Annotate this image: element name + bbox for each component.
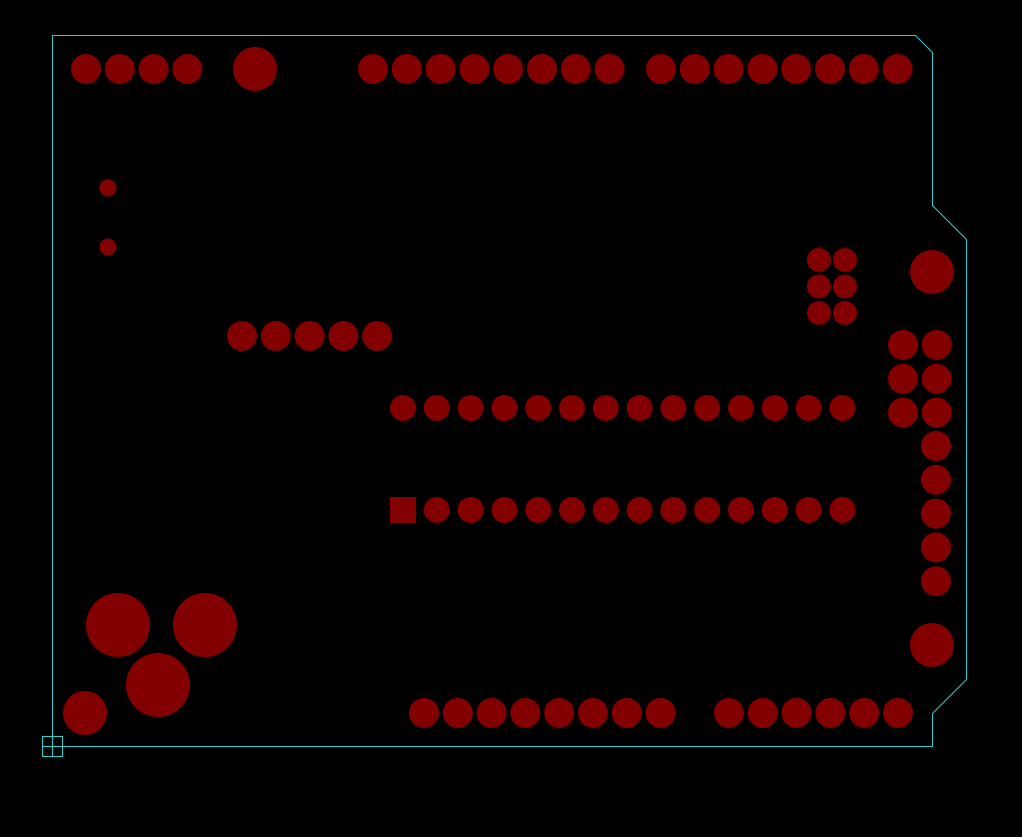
right-double-header-pad-2[interactable]	[921, 330, 952, 360]
dip-bottom-row-pad-4[interactable]	[491, 497, 518, 523]
right-double-header-pad-6[interactable]	[921, 397, 952, 428]
bottom-right-header-pad-5[interactable]	[849, 698, 880, 728]
bottom-left-hole-pad-1[interactable]	[63, 691, 107, 735]
icsp-header-pad-3[interactable]	[807, 274, 831, 299]
copper-pads-layer	[63, 47, 954, 735]
right-single-header-pad-1[interactable]	[921, 431, 951, 461]
top-middle-header-pad-7[interactable]	[560, 54, 591, 84]
bottom-right-header-pad-3[interactable]	[781, 698, 812, 728]
middle-header-pad-5[interactable]	[362, 321, 393, 351]
top-right-header-pad-8[interactable]	[882, 54, 913, 84]
top-middle-header-pad-4[interactable]	[459, 54, 490, 84]
top-left-header-pad-3[interactable]	[138, 54, 169, 84]
top-right-header-pad-3[interactable]	[713, 54, 744, 84]
bottom-left-header-pad-8[interactable]	[645, 698, 676, 728]
dip-bottom-row-pad-9[interactable]	[660, 497, 687, 523]
dip-bottom-row-pad-8[interactable]	[626, 497, 653, 523]
top-left-header-pad-2[interactable]	[104, 54, 135, 84]
bottom-left-header-pad-4[interactable]	[510, 698, 541, 728]
power-jack-pad-2[interactable]	[173, 593, 237, 657]
top-right-header-pad-5[interactable]	[781, 54, 812, 84]
dip-bottom-row-pad-13[interactable]	[795, 497, 822, 523]
dip-bottom-row-pad-6[interactable]	[559, 497, 585, 523]
icsp-header-pad-4[interactable]	[833, 274, 857, 299]
dip-bottom-row-pad-14[interactable]	[829, 497, 856, 523]
power-jack-pad-1[interactable]	[86, 593, 150, 657]
right-single-header-pad-4[interactable]	[921, 532, 951, 563]
middle-header-pad-1[interactable]	[227, 321, 257, 351]
top-middle-header-pad-8[interactable]	[594, 54, 625, 84]
dip-top-row-pad-8[interactable]	[626, 395, 653, 421]
dip-top-row-pad-1[interactable]	[390, 395, 416, 421]
dip-top-row-pad-7[interactable]	[592, 395, 619, 421]
top-middle-header-pad-5[interactable]	[493, 54, 524, 84]
dip-top-row-pad-2[interactable]	[423, 395, 450, 421]
right-single-header-pad-5[interactable]	[921, 566, 951, 597]
dip-top-row-pad-3[interactable]	[457, 395, 484, 421]
bottom-left-header-pad-7[interactable]	[611, 698, 642, 728]
top-middle-header-pad-1[interactable]	[358, 54, 388, 84]
board-outline	[52, 35, 967, 747]
middle-header-pad-2[interactable]	[260, 321, 291, 351]
bottom-left-header-pad-1[interactable]	[409, 698, 439, 728]
small-vias-pad-2[interactable]	[99, 238, 117, 256]
dip-top-row-pad-12[interactable]	[761, 395, 788, 421]
top-left-header-pad-1[interactable]	[71, 54, 101, 84]
bottom-right-header-pad-2[interactable]	[747, 698, 778, 728]
dip-bottom-row-pad-10[interactable]	[694, 497, 721, 523]
dip-bottom-row-pad-1[interactable]	[390, 497, 416, 523]
right-double-header-pad-3[interactable]	[888, 363, 918, 394]
bottom-right-header-pad-6[interactable]	[883, 698, 913, 728]
dip-top-row-pad-11[interactable]	[728, 395, 754, 421]
dip-bottom-row-pad-7[interactable]	[592, 497, 619, 523]
top-left-large-via-pad-1[interactable]	[233, 47, 277, 91]
top-right-header-pad-7[interactable]	[848, 54, 879, 84]
small-vias-pad-1[interactable]	[99, 179, 117, 197]
dip-top-row-pad-4[interactable]	[491, 395, 518, 421]
mounting-holes-right-pad-1[interactable]	[910, 250, 954, 294]
dip-bottom-row-pad-3[interactable]	[457, 497, 484, 523]
dip-top-row-pad-10[interactable]	[694, 395, 721, 421]
dip-bottom-row-pad-5[interactable]	[525, 497, 552, 523]
bottom-right-header-pad-1[interactable]	[714, 698, 744, 728]
right-double-header-pad-4[interactable]	[921, 363, 952, 394]
bottom-left-header-pad-2[interactable]	[442, 698, 473, 728]
bottom-left-header-pad-5[interactable]	[544, 698, 575, 728]
top-right-header-pad-1[interactable]	[646, 54, 676, 84]
bottom-left-header-pad-3[interactable]	[476, 698, 507, 728]
right-double-header-pad-1[interactable]	[888, 330, 918, 360]
dip-top-row-pad-13[interactable]	[795, 395, 822, 421]
dip-bottom-row-pad-11[interactable]	[728, 497, 754, 523]
middle-header-pad-3[interactable]	[294, 321, 325, 351]
icsp-header-pad-5[interactable]	[807, 301, 831, 325]
bottom-right-header-pad-4[interactable]	[815, 698, 846, 728]
middle-header-pad-4[interactable]	[328, 321, 359, 351]
right-single-header-pad-2[interactable]	[921, 464, 951, 495]
icsp-header-pad-1[interactable]	[807, 248, 831, 272]
top-middle-header-pad-6[interactable]	[527, 54, 557, 84]
icsp-header-pad-6[interactable]	[833, 301, 857, 325]
dip-top-row-pad-6[interactable]	[559, 395, 585, 421]
top-left-header-pad-4[interactable]	[172, 54, 203, 84]
mounting-holes-right-pad-2[interactable]	[910, 623, 954, 667]
origin-crosshair-icon	[42, 736, 63, 757]
dip-top-row-pad-14[interactable]	[829, 395, 856, 421]
dip-top-row-pad-9[interactable]	[660, 395, 687, 421]
right-single-header-pad-3[interactable]	[921, 498, 951, 529]
top-right-header-pad-4[interactable]	[747, 54, 778, 84]
top-right-header-pad-2[interactable]	[679, 54, 710, 84]
dip-top-row-pad-5[interactable]	[525, 395, 552, 421]
top-middle-header-pad-3[interactable]	[425, 54, 456, 84]
dip-bottom-row-pad-12[interactable]	[761, 497, 788, 523]
icsp-header-pad-2[interactable]	[833, 248, 857, 272]
top-right-header-pad-6[interactable]	[815, 54, 845, 84]
dip-bottom-row-pad-2[interactable]	[423, 497, 450, 523]
bottom-left-header-pad-6[interactable]	[578, 698, 608, 728]
right-double-header-pad-5[interactable]	[888, 397, 918, 428]
power-jack-pad-3[interactable]	[126, 653, 190, 717]
top-middle-header-pad-2[interactable]	[391, 54, 422, 84]
